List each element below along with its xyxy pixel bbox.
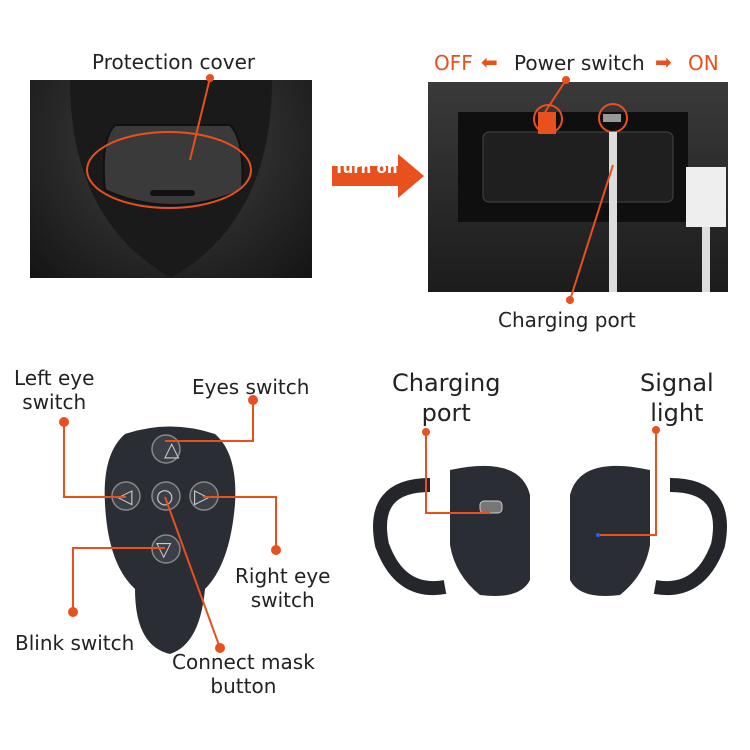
ring-remote-right xyxy=(560,455,730,609)
charging-port-label: Charging port xyxy=(498,308,636,332)
power-switch-label: Power switch xyxy=(514,51,645,75)
right-icon[interactable]: ▷ xyxy=(194,484,210,508)
blink-switch-label: Blink switch xyxy=(15,631,135,655)
protection-cover-photo xyxy=(30,80,312,278)
remote-control xyxy=(100,424,240,663)
right-arrow-icon: ➡ xyxy=(655,50,672,74)
on-label: ON xyxy=(688,51,719,75)
circle-icon[interactable]: ○ xyxy=(156,484,174,508)
battery-compartment-illustration xyxy=(458,103,726,292)
mask-back-illustration xyxy=(70,80,272,278)
protection-cover-label: Protection cover xyxy=(92,50,256,74)
turn-on-arrow: Turn on xyxy=(332,154,424,202)
turn-on-label: Turn on xyxy=(334,159,398,177)
battery-compartment-photo xyxy=(428,82,728,292)
ring-remote-left xyxy=(370,455,540,609)
up-icon[interactable]: △ xyxy=(164,437,180,461)
eyes-switch-label: Eyes switch xyxy=(192,375,310,399)
off-label: OFF xyxy=(434,51,473,75)
left-arrow-icon: ⬅ xyxy=(481,50,498,74)
